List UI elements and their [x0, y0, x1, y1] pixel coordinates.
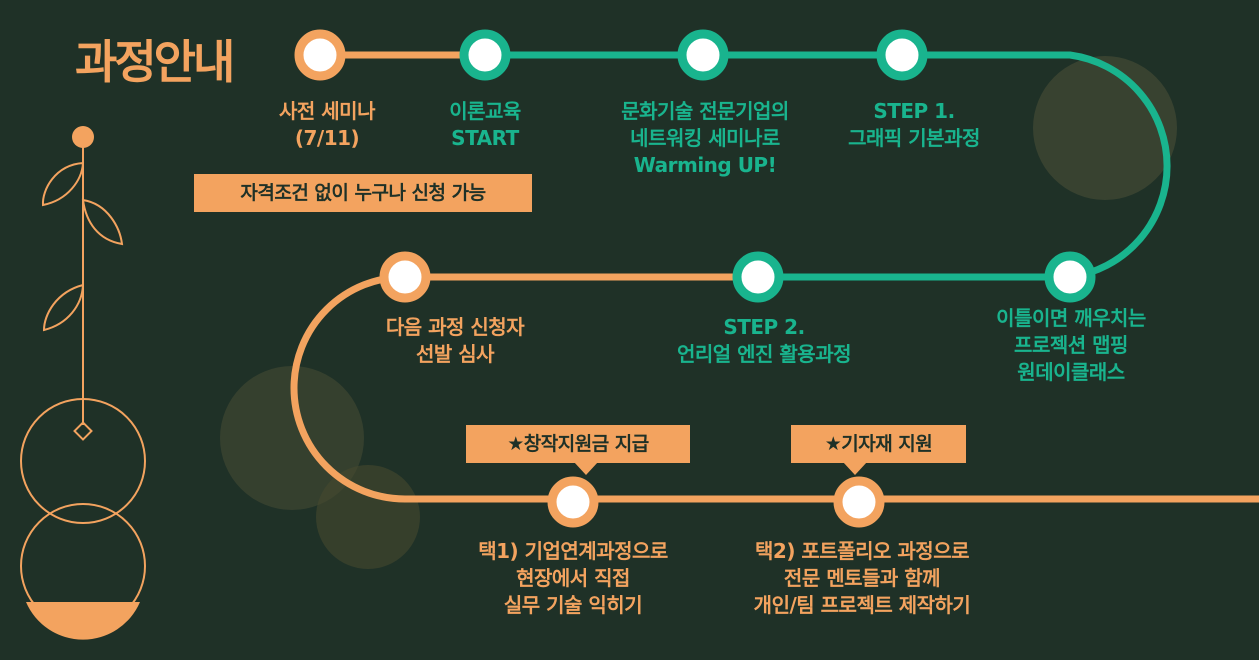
node-option1: [547, 476, 599, 528]
equipment-tag: ★기자재 지원: [791, 425, 966, 475]
page-title: 과정안내: [75, 35, 235, 89]
plant-ornament: [20, 126, 146, 640]
decor-circle-1: [1033, 56, 1177, 200]
timeline-nodes: [294, 29, 1096, 528]
node-networking: [677, 29, 729, 81]
path-seg-orange-2: [290, 273, 1259, 503]
eligibility-tag: 자격조건 없이 누구나 신청 가능: [194, 174, 532, 212]
node-theory: [459, 29, 511, 81]
node-oneday: [1044, 251, 1096, 303]
node-selection: [379, 251, 431, 303]
grant-tag: ★창작지원금 지급: [466, 425, 690, 475]
node-seminar: [294, 29, 346, 81]
node-step2: [732, 251, 784, 303]
node-option2: [833, 476, 885, 528]
decor-circle-3: [316, 465, 420, 569]
node-step1: [876, 29, 928, 81]
decor-circle-2: [220, 366, 364, 510]
step-label-seminar: 사전 세미나(7/11): [279, 99, 375, 150]
step-label-step2: STEP 2.언리얼 엔진 활용과정: [676, 315, 852, 366]
path-seg-teal: [485, 51, 1171, 281]
step-label-step1: STEP 1.그래픽 기본과정: [848, 99, 980, 150]
